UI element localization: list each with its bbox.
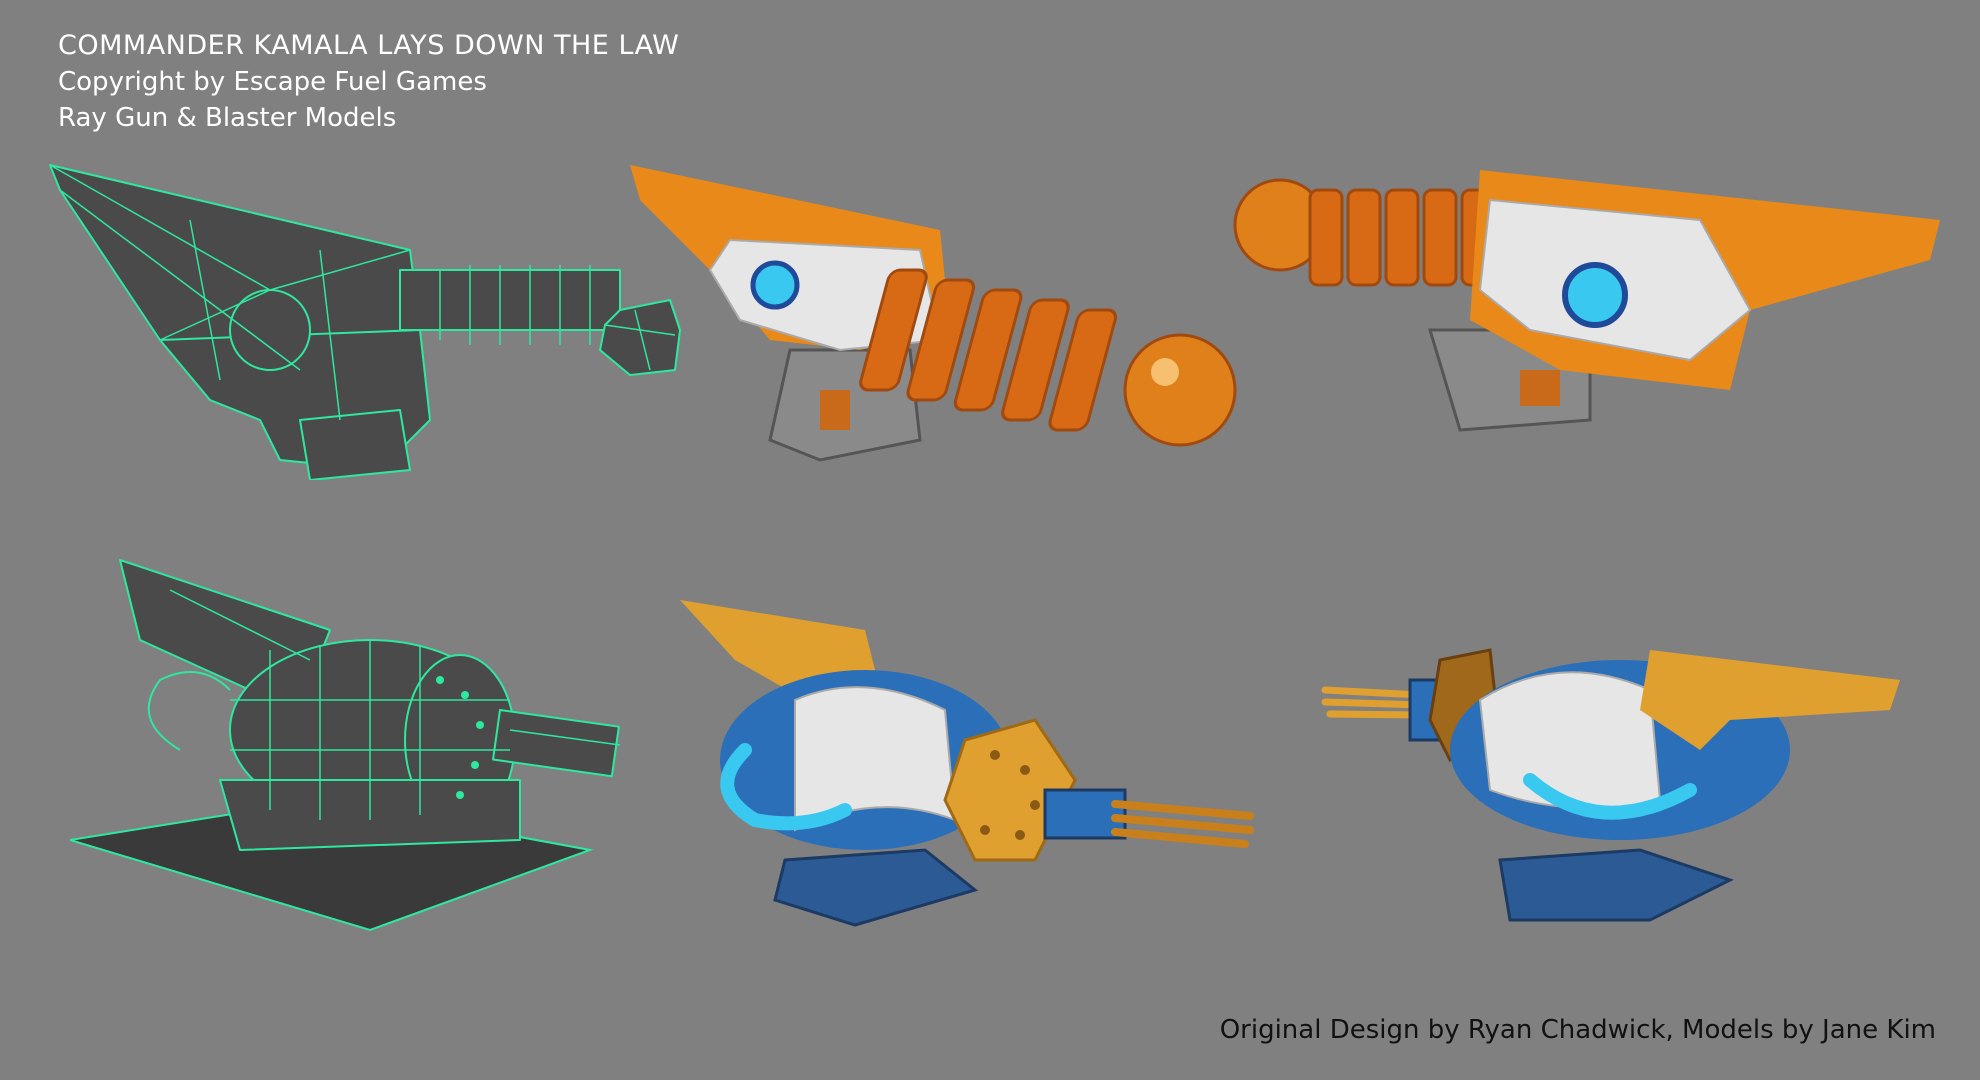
page-title: COMMANDER KAMALA LAYS DOWN THE LAW (58, 30, 680, 61)
ray-gun-wireframe (40, 160, 690, 480)
blaster-textured-back (1310, 630, 1910, 930)
credit-text: Original Design by Ryan Chadwick, Models… (1219, 1015, 1936, 1045)
copyright-text: Copyright by Escape Fuel Games (58, 67, 487, 97)
header: COMMANDER KAMALA LAYS DOWN THE LAW Copyr… (58, 28, 679, 136)
subtitle-text: Ray Gun & Blaster Models (58, 103, 397, 133)
ray-gun-textured-back (1230, 160, 1950, 460)
blaster-wireframe (70, 550, 660, 950)
blaster-textured-front (675, 590, 1275, 930)
ray-gun-textured-front (620, 160, 1260, 480)
